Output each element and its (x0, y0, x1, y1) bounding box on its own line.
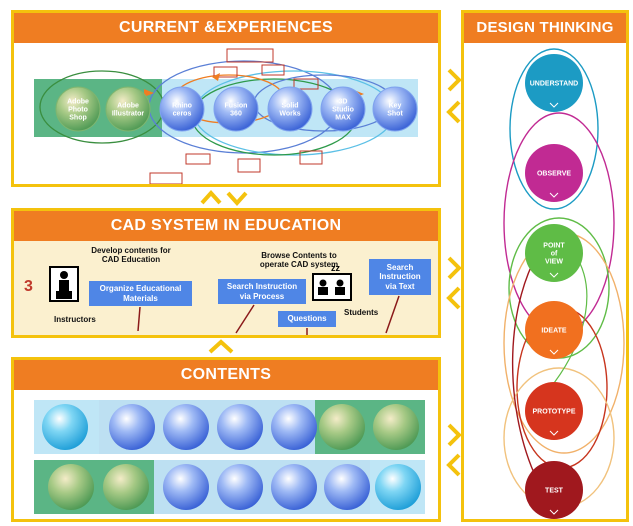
tool-bubble (55, 86, 101, 132)
current-experiences-title: CURRENT &EXPERIENCES (14, 13, 438, 43)
design-stage-3: IDEATE (525, 301, 583, 359)
design-thinking-title: DESIGN THINKING (464, 13, 626, 43)
chevron-down-icon (549, 509, 559, 515)
cad-system-panel: CAD SYSTEM IN EDUCATION 3 Develop conten… (11, 208, 441, 338)
content-bubble (217, 464, 263, 510)
up-arrow-contents (208, 339, 234, 354)
stage-circle (525, 224, 583, 282)
tool-bubble (105, 86, 151, 132)
contents-title: CONTENTS (14, 360, 438, 390)
stage-label: OBSERVE (537, 170, 571, 177)
chevron-down-icon (549, 430, 559, 436)
content-bubble (271, 464, 317, 510)
stage-circle (525, 382, 583, 440)
content-bubble (217, 404, 263, 450)
instructors-label: Instructors (54, 315, 96, 324)
students-label: Students (344, 308, 379, 317)
content-bubble (324, 464, 370, 510)
questions-box: Questions (278, 311, 336, 327)
content-bubble (42, 404, 88, 450)
search-process-box: Search Instruction via Process (218, 279, 306, 304)
content-bubble (319, 404, 365, 450)
design-stage-0: UNDERSTAND (525, 54, 583, 112)
content-bubble (163, 404, 209, 450)
tool-bubble (213, 86, 259, 132)
stage-label: UNDERSTAND (530, 80, 578, 87)
stage-circle (525, 461, 583, 519)
stage-label: TEST (545, 487, 564, 494)
current-experiences-panel: CURRENT &EXPERIENCES (11, 10, 441, 187)
stage-circle (525, 301, 583, 359)
chevron-down-icon (549, 272, 559, 278)
browse-caption: Browse Contents to operate CAD system (259, 251, 339, 270)
content-bubble (373, 404, 419, 450)
content-bubble (271, 404, 317, 450)
chevron-down-icon (549, 102, 559, 108)
design-stage-1: OBSERVE (525, 144, 583, 202)
cad-system-title: CAD SYSTEM IN EDUCATION (14, 211, 438, 241)
zzz-icon: zz (331, 263, 340, 273)
stage-circle (525, 54, 583, 112)
tool-bubble (320, 86, 366, 132)
tool-bubble (159, 86, 205, 132)
contents-grid (34, 400, 425, 514)
chevron-down-icon (549, 349, 559, 355)
chevron-down-icon (549, 192, 559, 198)
stage-label: IDEATE (541, 327, 566, 334)
content-bubble (163, 464, 209, 510)
design-stage-5: TEST (525, 461, 583, 519)
content-bubble (48, 464, 94, 510)
up-down-arrows (200, 190, 248, 206)
tool-bubble (267, 86, 313, 132)
contents-panel: CONTENTS (11, 357, 441, 522)
organize-materials-box: Organize Educational Materials (89, 281, 192, 306)
search-text-box: Search Instruction via Text (369, 259, 431, 295)
instructor-icon (49, 266, 79, 302)
content-bubble (375, 464, 421, 510)
design-stage-4: PROTOTYPE (525, 382, 583, 440)
column-arrows (446, 68, 462, 477)
stage-circle (525, 144, 583, 202)
cad-connectors (137, 295, 400, 335)
step-number: 3 (24, 278, 33, 295)
stage-label: PROTOTYPE (532, 408, 575, 415)
develop-caption: Develop contents for CAD Education (91, 246, 171, 265)
content-bubble (109, 404, 155, 450)
tool-bubble (372, 86, 418, 132)
students-icon (312, 273, 352, 301)
content-bubble (103, 464, 149, 510)
